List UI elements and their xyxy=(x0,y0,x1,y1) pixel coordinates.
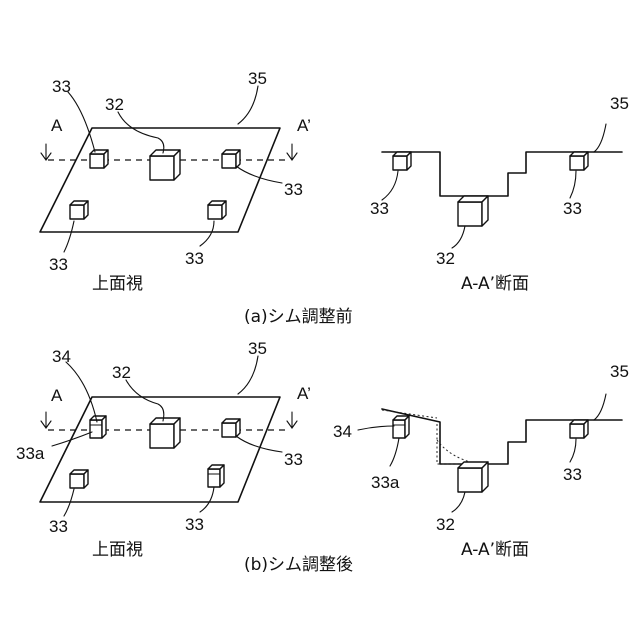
shim-33-bottom-left xyxy=(70,470,88,488)
shim-33-bottom-right xyxy=(208,201,226,219)
caption-a: (a)シム調整前 xyxy=(244,307,353,327)
leader-35 xyxy=(594,124,606,152)
top-plan-view: 33 32 35 A A’ 33 33 33 上面視 xyxy=(40,69,311,294)
leader-33a xyxy=(52,432,92,446)
label-33a: 33a xyxy=(16,444,45,463)
leader-33-tl xyxy=(68,92,95,152)
label-33-br: 33 xyxy=(185,515,204,534)
shim-32 xyxy=(458,196,488,226)
leader-35 xyxy=(594,394,606,420)
label-32: 32 xyxy=(436,249,455,268)
label-a: A xyxy=(51,116,63,135)
label-35: 35 xyxy=(610,362,629,381)
label-32: 32 xyxy=(112,363,131,382)
bottom-plan-view: 34 32 35 A A’ 33a 33 33 33 上面視 xyxy=(16,339,311,560)
leader-33-left xyxy=(382,171,398,200)
shim-33-top-left xyxy=(90,150,108,168)
leader-32 xyxy=(452,226,465,248)
label-a: A xyxy=(51,386,63,405)
leader-32 xyxy=(118,112,164,153)
bottom-plan-caption: 上面視 xyxy=(92,540,143,560)
arrow-a-icon xyxy=(41,412,51,428)
shim-33-right xyxy=(570,420,588,438)
label-a-prime: A’ xyxy=(297,116,311,135)
shim-33-bottom-right xyxy=(208,465,224,487)
label-33-tr: 33 xyxy=(284,450,303,469)
shim-33a xyxy=(393,416,409,438)
bottom-section-view: 35 34 33a 33 32 A-A’断面 xyxy=(333,362,629,560)
leader-35 xyxy=(238,356,258,394)
leader-33-br xyxy=(200,487,214,512)
arrow-a-icon xyxy=(41,144,51,160)
top-plan-caption: 上面視 xyxy=(92,274,143,294)
label-35: 35 xyxy=(248,339,267,358)
shim-33-right xyxy=(570,152,588,170)
label-32: 32 xyxy=(105,95,124,114)
bottom-section-caption: A-A’断面 xyxy=(461,540,529,560)
leader-33-br xyxy=(200,221,214,246)
label-33-right: 33 xyxy=(563,199,582,218)
leader-32 xyxy=(452,492,465,512)
shim-33-top-right xyxy=(222,150,240,168)
label-34: 34 xyxy=(333,422,352,441)
label-33-tl: 33 xyxy=(52,77,71,96)
shim-32-center xyxy=(150,418,180,448)
leader-33-right xyxy=(570,439,576,462)
arrow-a-prime-icon xyxy=(287,144,297,160)
shim-33-bottom-left xyxy=(70,201,88,219)
label-33-left: 33 xyxy=(370,199,389,218)
label-a-prime: A’ xyxy=(297,384,311,403)
top-section-caption: A-A’断面 xyxy=(461,274,529,294)
caption-b: (b)シム調整後 xyxy=(244,555,353,575)
label-32: 32 xyxy=(436,515,455,534)
top-section-view: 35 33 33 32 A-A’断面 xyxy=(370,94,629,294)
arrow-a-prime-icon xyxy=(287,412,297,428)
label-33-right: 33 xyxy=(563,465,582,484)
leader-34 xyxy=(358,426,394,430)
label-33-tr: 33 xyxy=(284,180,303,199)
leader-35 xyxy=(238,86,258,124)
leader-33-bl xyxy=(64,221,74,252)
shim-32-center xyxy=(150,150,180,180)
label-34: 34 xyxy=(52,347,71,366)
shim-32 xyxy=(458,462,488,492)
label-35: 35 xyxy=(610,94,629,113)
shim-33-top-right xyxy=(222,419,240,437)
leader-33-right xyxy=(570,171,576,198)
label-35: 35 xyxy=(248,69,267,88)
label-33-br: 33 xyxy=(185,249,204,268)
label-33-bl: 33 xyxy=(49,255,68,274)
leader-34 xyxy=(66,362,97,422)
shim-33-left xyxy=(393,152,411,170)
label-33a: 33a xyxy=(371,473,400,492)
shim-33a-top-left xyxy=(90,416,106,438)
leader-33a xyxy=(390,438,399,466)
label-33-bl: 33 xyxy=(49,517,68,536)
leader-32 xyxy=(126,380,164,421)
